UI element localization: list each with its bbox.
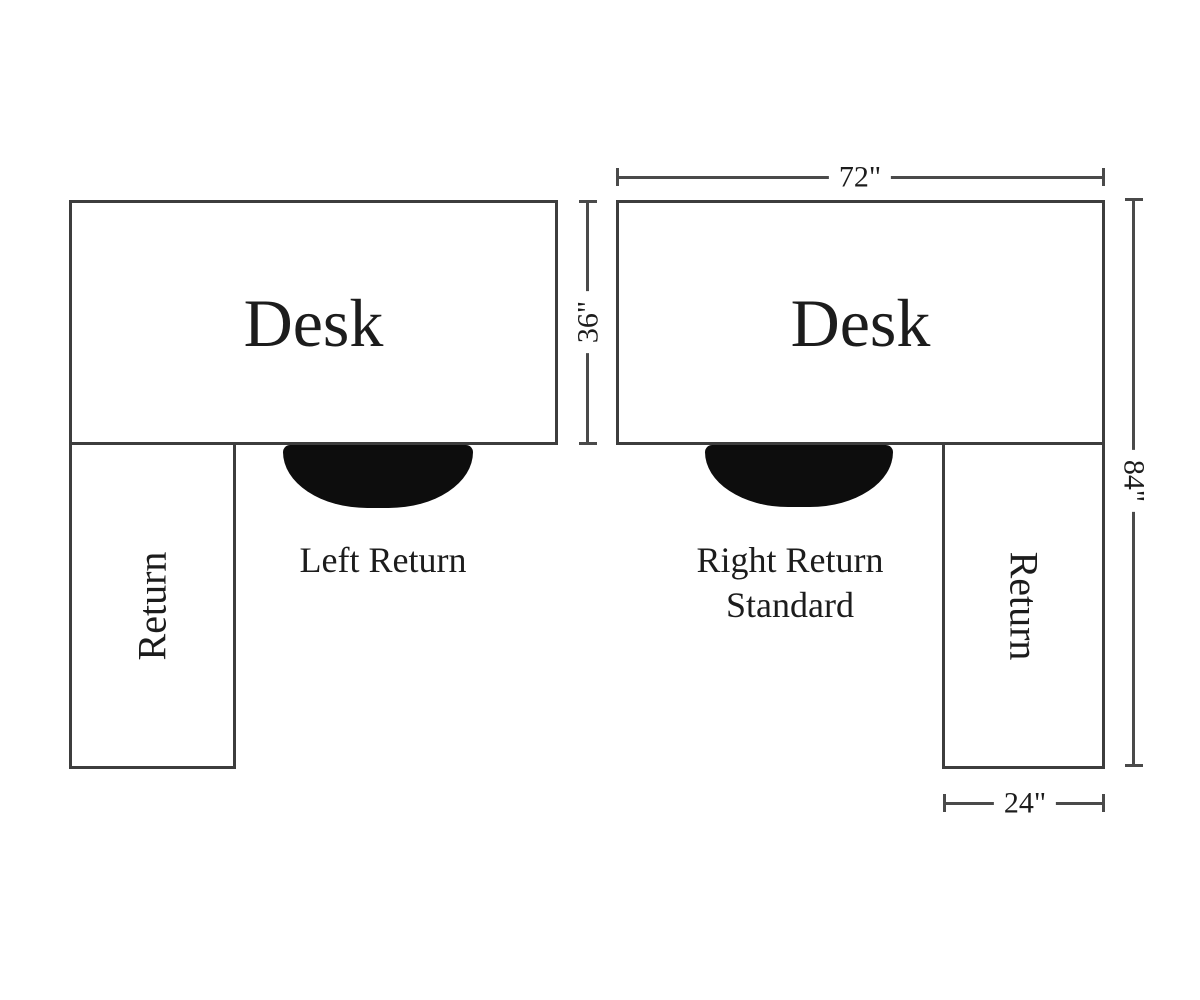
left-desk-surface: Desk (69, 200, 558, 445)
dim-tick (579, 442, 597, 445)
dim-tick (1102, 168, 1105, 186)
dim-label-desk-width: 72" (828, 160, 892, 194)
left-config-caption: Left Return (299, 540, 467, 580)
right-return-surface: Return (942, 445, 1105, 769)
chair-icon (283, 445, 473, 508)
dim-tick (1102, 794, 1105, 812)
dim-tick (943, 794, 946, 812)
dim-label-return-width: 24" (993, 786, 1057, 820)
right-desk-label: Desk (790, 284, 931, 361)
chair-icon (705, 445, 893, 507)
right-desk-surface: Desk (616, 200, 1105, 445)
right-config-caption: Right Return Standard (696, 540, 884, 625)
left-return-surface: Return (69, 445, 236, 769)
left-return-label: Return (129, 551, 175, 660)
right-return-label: Return (1001, 551, 1047, 660)
dim-label-desk-depth: 36" (571, 290, 605, 354)
dim-tick (579, 200, 597, 203)
left-desk-label: Desk (243, 284, 384, 361)
dim-label-overall-depth: 84" (1117, 449, 1151, 513)
dim-tick (1125, 764, 1143, 767)
dim-tick (1125, 198, 1143, 201)
dim-tick (616, 168, 619, 186)
